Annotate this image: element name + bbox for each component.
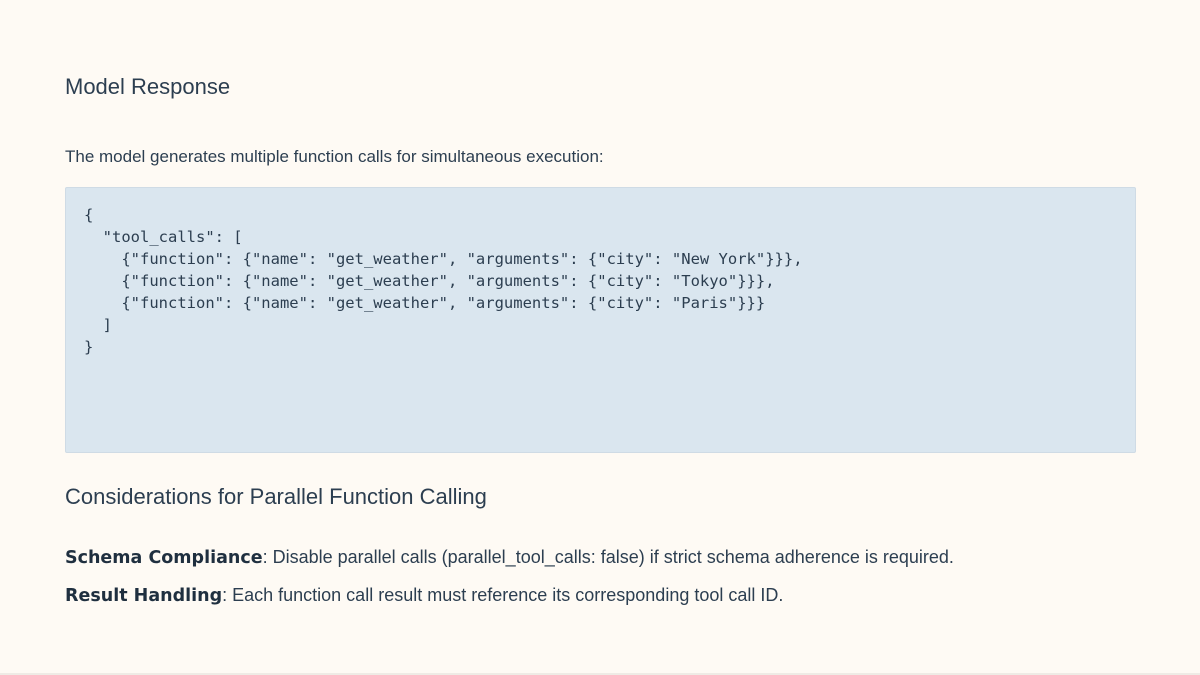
consideration-item-result-handling: Result Handling: Each function call resu…	[65, 583, 783, 608]
consideration-term: Schema Compliance	[65, 548, 263, 568]
consideration-text: : Each function call result must referen…	[222, 585, 784, 605]
code-content: { "tool_calls": [ {"function": {"name": …	[84, 206, 803, 356]
model-response-heading: Model Response	[65, 74, 231, 99]
considerations-heading: Considerations for Parallel Function Cal…	[65, 484, 487, 509]
intro-text: The model generates multiple function ca…	[65, 147, 604, 166]
bottom-divider	[0, 673, 1200, 675]
consideration-term: Result Handling	[65, 586, 223, 606]
consideration-text: : Disable parallel calls (parallel_tool_…	[262, 547, 954, 567]
code-block: { "tool_calls": [ {"function": {"name": …	[65, 187, 1136, 453]
consideration-item-schema-compliance: Schema Compliance: Disable parallel call…	[65, 545, 954, 570]
